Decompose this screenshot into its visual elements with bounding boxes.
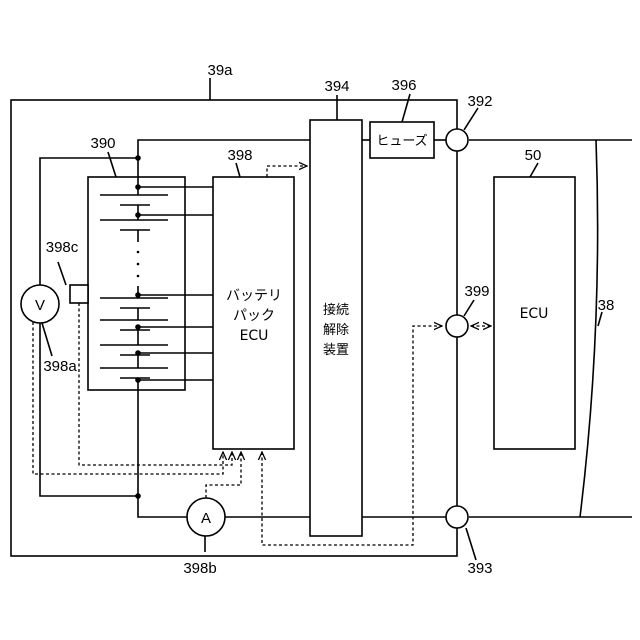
battery-ecu-label-1: バッテリ <box>226 288 282 304</box>
ref-fuse: 396 <box>391 77 416 94</box>
ref-thermistor: 398c <box>46 239 79 256</box>
ref-cells: 390 <box>90 135 115 152</box>
ref-terminal-top: 392 <box>467 93 492 110</box>
battery-pack-enclosure <box>11 100 457 556</box>
voltmeter-wire-bottom <box>40 323 138 496</box>
terminal-communication <box>446 315 468 337</box>
ref-battery-ecu: 398 <box>227 147 252 164</box>
terminal-positive <box>446 129 468 151</box>
vehicle-brace <box>580 140 598 517</box>
ref-voltmeter: 398a <box>43 358 77 375</box>
ref-terminal-comm: 399 <box>464 283 489 300</box>
battery-ecu-label-2: パック <box>233 308 275 324</box>
cell-sense-lines <box>138 187 213 380</box>
battery-ecu-label-3: ECU <box>240 328 269 344</box>
fuse-label: ヒューズ <box>376 133 427 149</box>
ecu-to-terminal-comm <box>262 326 442 545</box>
positive-line <box>138 140 310 177</box>
terminal-negative <box>446 506 468 528</box>
ref-ecu: 50 <box>525 147 542 164</box>
temperature-sensor <box>70 285 88 303</box>
ammeter-signal <box>206 452 241 498</box>
battery-cells <box>100 177 168 390</box>
leader-lines <box>42 78 602 560</box>
disconnect-label-1: 接続 <box>323 302 349 318</box>
ref-ammeter: 398b <box>183 560 216 577</box>
ammeter-letter: A <box>201 510 211 527</box>
disconnect-label-3: 装置 <box>323 343 349 358</box>
voltmeter-letter: V <box>35 297 45 314</box>
ref-disconnect: 394 <box>324 78 349 95</box>
ref-terminal-bottom: 393 <box>467 560 492 577</box>
negative-line <box>138 390 187 517</box>
vehicle-ecu-label: ECU <box>520 306 549 322</box>
cell-gap-dots <box>137 251 140 278</box>
disconnect-label-2: 解除 <box>323 323 349 338</box>
ref-vehicle: 38 <box>598 297 615 314</box>
ecu-to-disconnect-control <box>267 166 307 177</box>
cell-stack-box <box>88 177 185 390</box>
ref-pack: 39a <box>207 62 233 79</box>
